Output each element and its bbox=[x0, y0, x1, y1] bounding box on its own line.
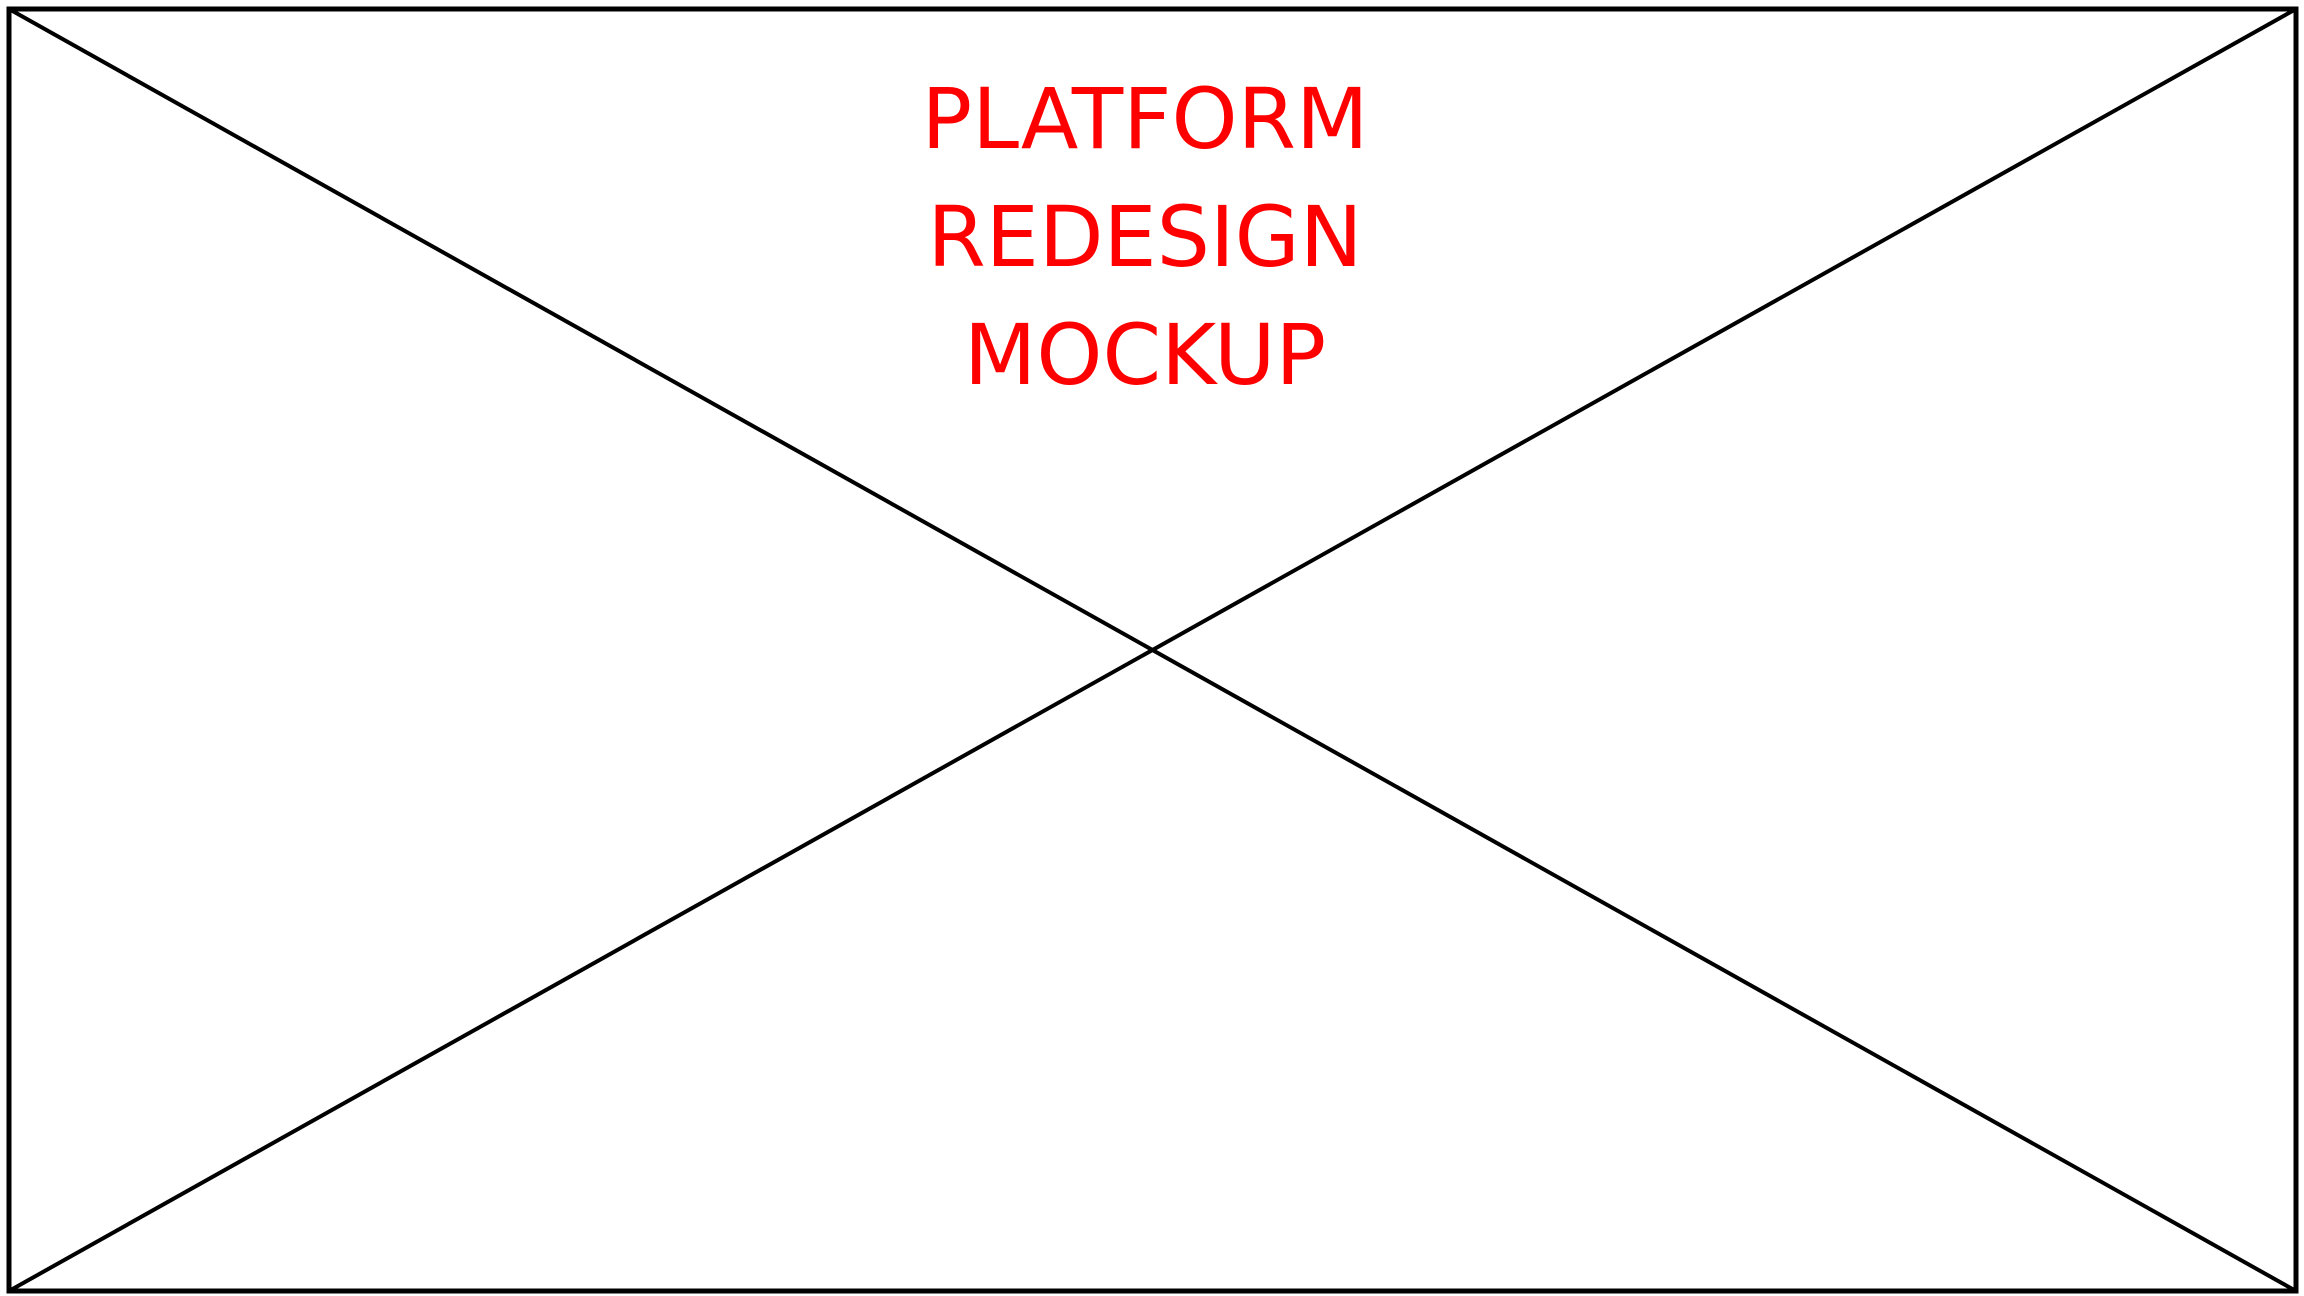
placeholder-diagonal-top-right-to-bottom-left bbox=[8, 7, 2297, 1293]
mockup-title-line-3: MOCKUP bbox=[963, 306, 1327, 404]
placeholder-frame bbox=[6, 6, 2299, 1294]
mockup-title-line-1: PLATFORM bbox=[921, 70, 1369, 168]
mockup-title: PLATFORM REDESIGN MOCKUP bbox=[0, 60, 2290, 414]
mockup-title-line-2: REDESIGN bbox=[927, 188, 1363, 286]
